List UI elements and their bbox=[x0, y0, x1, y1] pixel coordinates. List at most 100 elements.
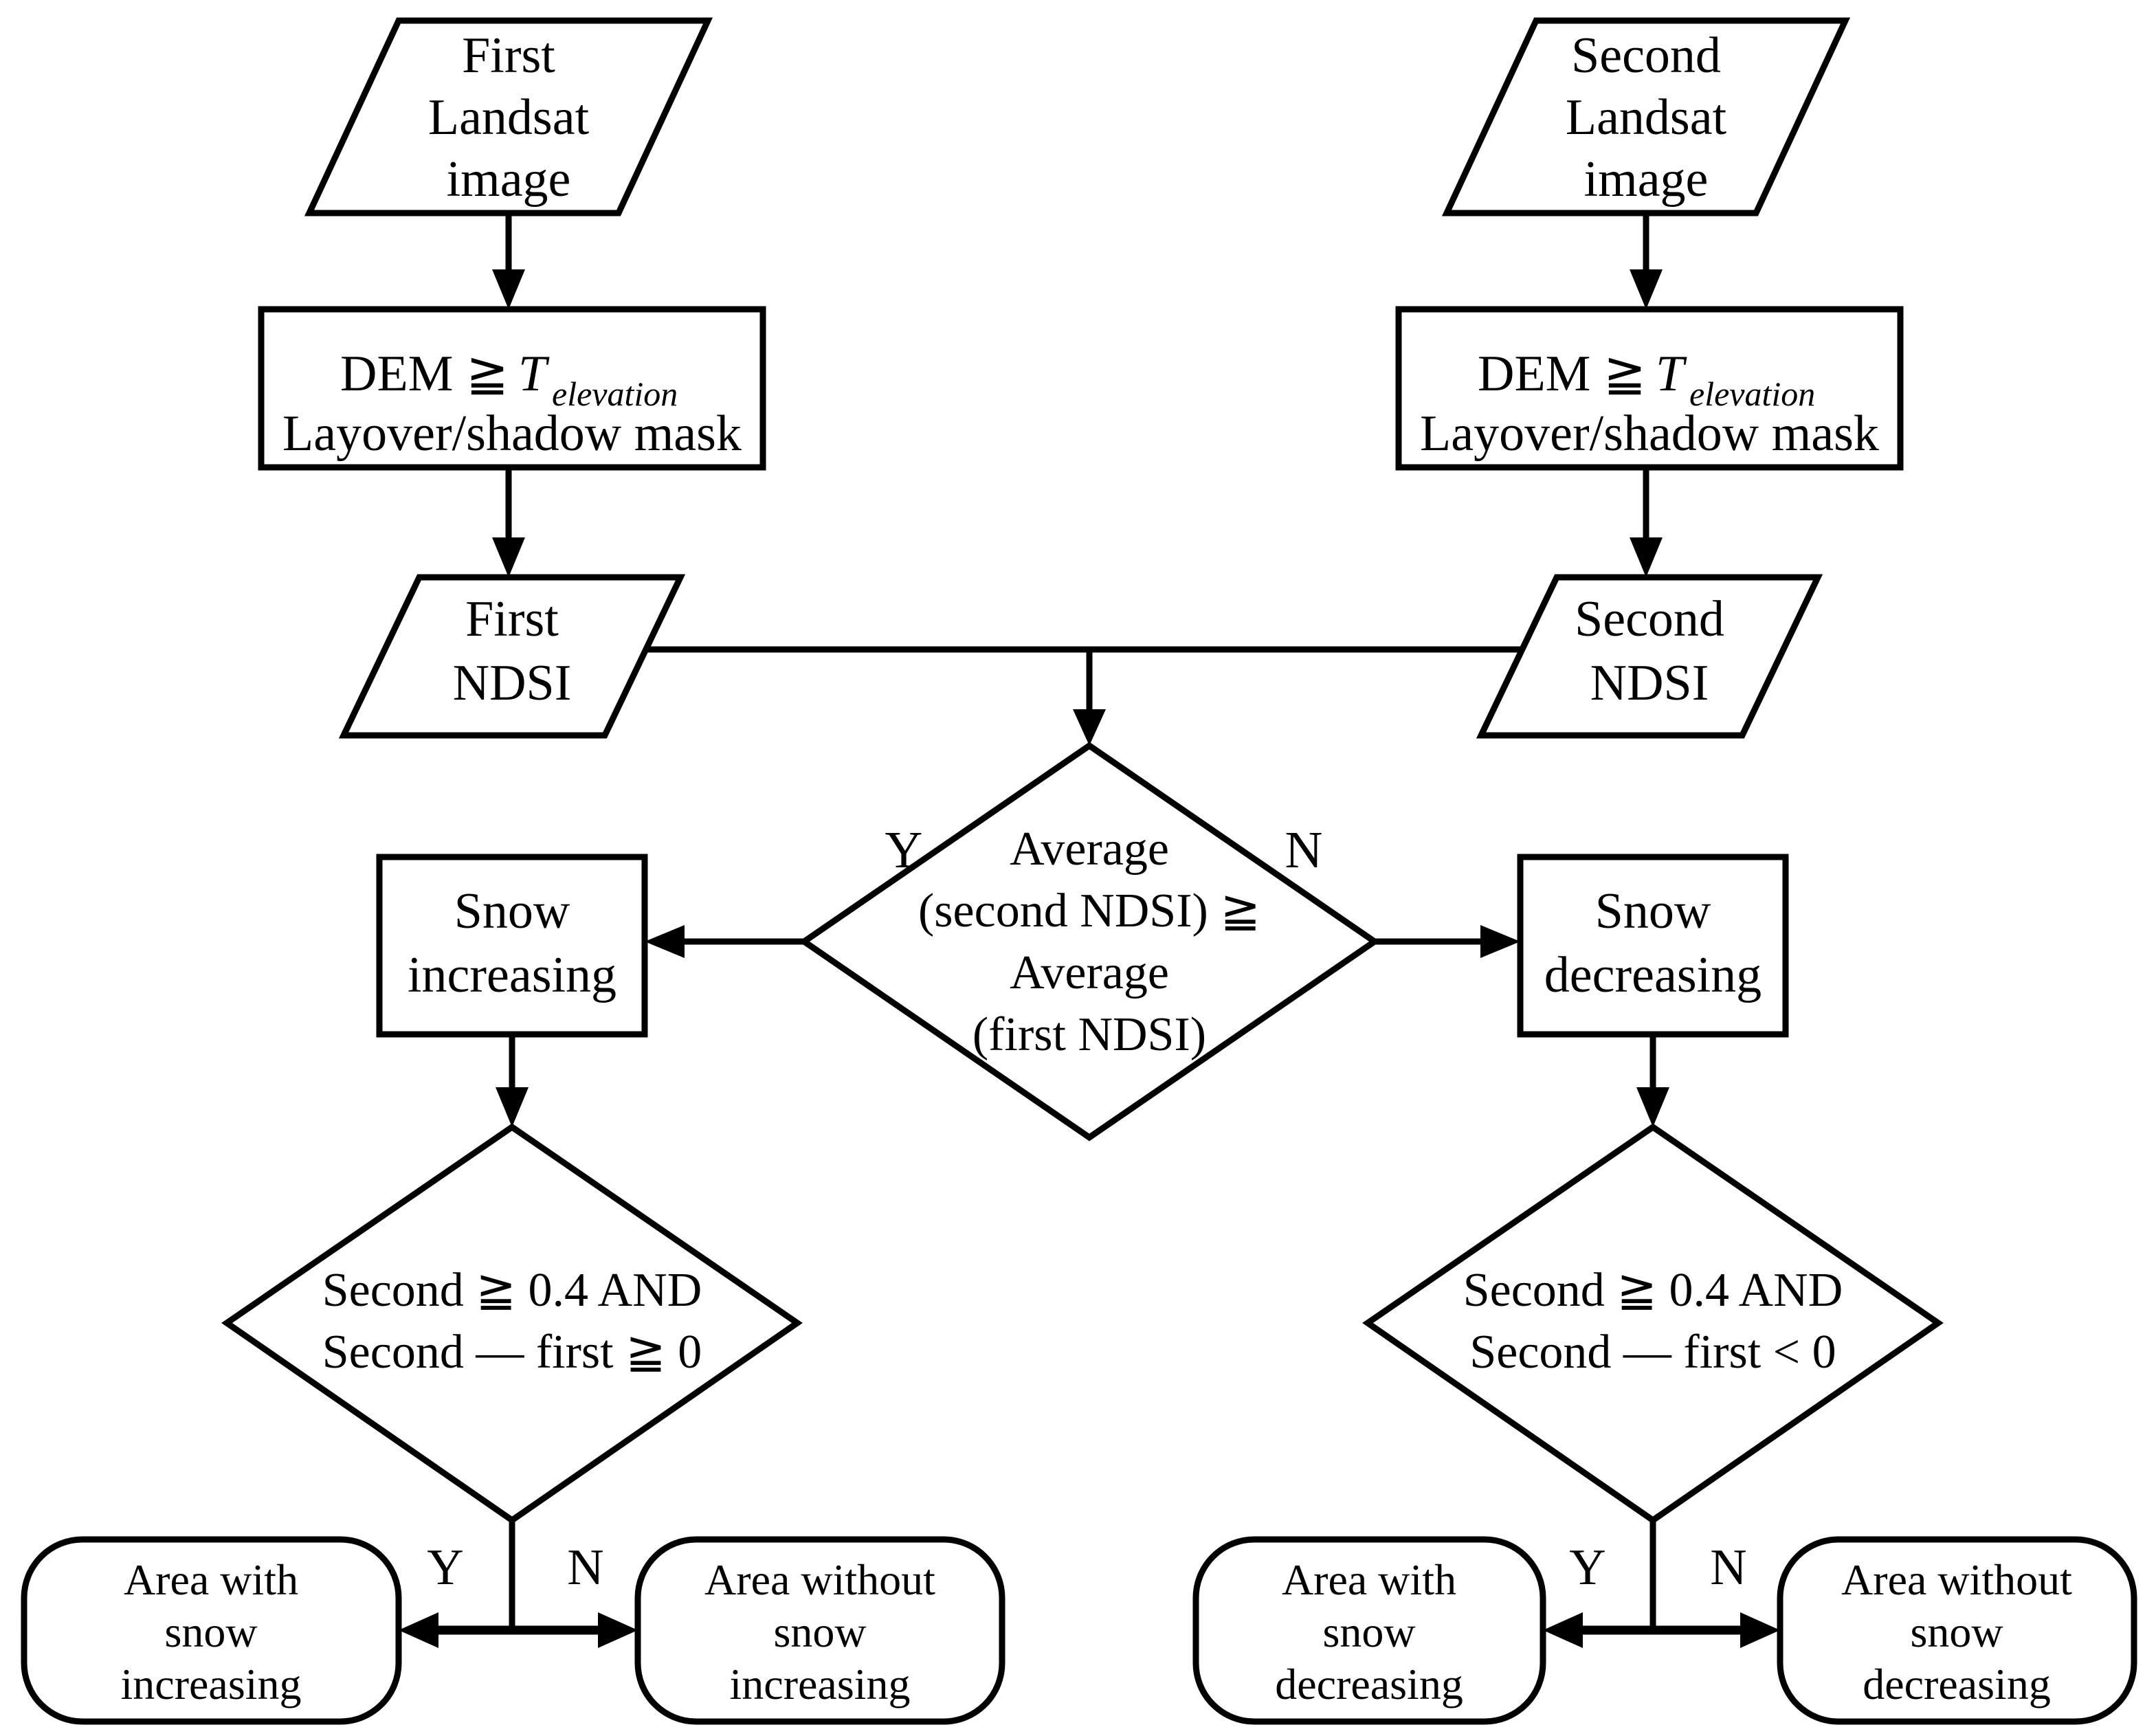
decreasing-decision-no-label: N bbox=[1710, 1539, 1746, 1596]
average-decision-line1: Average bbox=[1010, 823, 1169, 876]
arrowhead-down-icon bbox=[1630, 269, 1663, 309]
area-with-snow-decreasing-line2: snow bbox=[1322, 1607, 1415, 1656]
second-ndsi-line1: Second bbox=[1575, 591, 1724, 647]
arrow-second-landsat-to-dem bbox=[1630, 213, 1663, 309]
dem-threshold-subscript: elevation bbox=[552, 375, 678, 413]
snow-decreasing-shape bbox=[1517, 854, 1789, 1038]
arrowhead-right-icon bbox=[598, 1612, 638, 1648]
first-landsat-line1: First bbox=[462, 27, 555, 84]
node-dem-mask-second: DEM ≧ T elevation Layover/shadow mask bbox=[1395, 306, 1904, 471]
arrowhead-left-icon bbox=[1543, 1612, 1583, 1648]
snow-increasing-shape bbox=[376, 854, 648, 1038]
arrowhead-down-icon bbox=[1073, 709, 1106, 746]
arrow-yes-to-snow-increasing bbox=[645, 925, 804, 958]
increasing-decision-shape bbox=[221, 1123, 803, 1524]
node-snow-decreasing: Snow decreasing bbox=[1517, 854, 1789, 1038]
dem-threshold-prefix: DEM ≧ bbox=[340, 346, 509, 402]
decreasing-decision-line2: Second — first < 0 bbox=[1469, 1326, 1836, 1379]
decreasing-decision-yes-label: Y bbox=[1569, 1539, 1605, 1596]
area-with-snow-decreasing-shape bbox=[1192, 1536, 1546, 1725]
first-landsat-line3: image bbox=[447, 151, 571, 208]
increasing-decision-no-label: N bbox=[567, 1539, 603, 1596]
node-increasing-decision: Second ≧ 0.4 AND Second — first ≧ 0 bbox=[221, 1123, 803, 1524]
arrow-dem-to-second-ndsi bbox=[1630, 467, 1663, 577]
node-snow-increasing: Snow increasing bbox=[376, 854, 648, 1038]
second-ndsi-shape bbox=[1476, 574, 1823, 739]
first-landsat-shape bbox=[304, 17, 713, 216]
dem-mask-second-shape bbox=[1395, 306, 1904, 471]
area-without-snow-decreasing-line1: Area without bbox=[1841, 1555, 2072, 1604]
dem-threshold-symbol: T bbox=[1656, 346, 1687, 402]
average-decision-line2: (second NDSI) ≧ bbox=[918, 884, 1260, 937]
second-ndsi-line2: NDSI bbox=[1590, 655, 1709, 711]
area-without-snow-decreasing-shape bbox=[1777, 1536, 2137, 1725]
average-decision-no-label: N bbox=[1285, 821, 1323, 879]
arrow-first-landsat-to-dem bbox=[492, 213, 525, 309]
first-ndsi-line2: NDSI bbox=[453, 655, 572, 711]
dem-threshold-symbol: T bbox=[518, 346, 550, 402]
connector-ndsi-junction bbox=[646, 646, 1522, 746]
connector-increasing-decision-branches: Y N bbox=[399, 1520, 638, 1648]
first-ndsi-shape bbox=[338, 574, 686, 739]
arrowhead-down-icon bbox=[492, 537, 525, 577]
first-ndsi-line1: First bbox=[465, 591, 559, 647]
average-decision-line3: Average bbox=[1010, 946, 1169, 999]
node-area-with-snow-decreasing: Area with snow decreasing bbox=[1192, 1536, 1546, 1725]
area-without-snow-increasing-line3: increasing bbox=[730, 1660, 911, 1709]
node-decreasing-decision: Second ≧ 0.4 AND Second — first < 0 bbox=[1362, 1123, 1944, 1524]
dem-threshold-prefix: DEM ≧ bbox=[1478, 346, 1646, 402]
area-with-snow-decreasing-line3: decreasing bbox=[1275, 1660, 1463, 1709]
node-second-ndsi: Second NDSI bbox=[1476, 574, 1823, 739]
area-without-snow-increasing-line1: Area without bbox=[704, 1555, 935, 1604]
node-area-with-snow-increasing: Area with snow increasing bbox=[21, 1536, 402, 1725]
arrow-no-to-snow-decreasing bbox=[1375, 925, 1520, 958]
arrowhead-left-icon bbox=[645, 925, 685, 958]
arrow-snow-increasing-to-decision bbox=[496, 1034, 529, 1127]
node-dem-mask-first: DEM ≧ T elevation Layover/shadow mask bbox=[258, 306, 766, 471]
snow-increasing-line1: Snow bbox=[454, 883, 570, 939]
increasing-decision-line2: Second — first ≧ 0 bbox=[322, 1326, 702, 1379]
dem-mask-second-line2: Layover/shadow mask bbox=[1420, 405, 1879, 462]
second-landsat-line1: Second bbox=[1571, 27, 1721, 84]
node-area-without-snow-increasing: Area without snow increasing bbox=[634, 1536, 1005, 1725]
area-without-snow-increasing-line2: snow bbox=[773, 1607, 866, 1656]
snow-decreasing-line1: Snow bbox=[1595, 883, 1711, 939]
node-first-landsat-image: First Landsat image bbox=[304, 17, 713, 216]
area-with-snow-increasing-line2: snow bbox=[164, 1607, 257, 1656]
dem-threshold-subscript: elevation bbox=[1689, 375, 1815, 413]
area-without-snow-decreasing-line3: decreasing bbox=[1863, 1660, 2051, 1709]
arrowhead-right-icon bbox=[1480, 925, 1520, 958]
node-area-without-snow-decreasing: Area without snow decreasing bbox=[1777, 1536, 2137, 1725]
arrowhead-right-icon bbox=[1740, 1612, 1780, 1648]
second-landsat-shape bbox=[1441, 17, 1851, 216]
arrowhead-down-icon bbox=[1636, 1087, 1669, 1127]
connector-decreasing-decision-branches: Y N bbox=[1543, 1520, 1780, 1648]
arrowhead-left-icon bbox=[399, 1612, 438, 1648]
average-decision-yes-label: Y bbox=[885, 821, 923, 879]
arrowhead-down-icon bbox=[492, 269, 525, 309]
average-decision-line4: (first NDSI) bbox=[973, 1008, 1206, 1061]
snow-decreasing-line2: decreasing bbox=[1544, 947, 1762, 1003]
area-with-snow-increasing-shape bbox=[21, 1536, 402, 1725]
increasing-decision-line1: Second ≧ 0.4 AND bbox=[322, 1264, 702, 1317]
snow-increasing-line2: increasing bbox=[408, 947, 616, 1003]
arrow-snow-decreasing-to-decision bbox=[1636, 1034, 1669, 1127]
node-average-decision: Average (second NDSI) ≧ Average (first N… bbox=[799, 742, 1380, 1142]
dem-mask-first-line2: Layover/shadow mask bbox=[282, 405, 742, 462]
area-with-snow-increasing-line1: Area with bbox=[124, 1555, 298, 1604]
first-landsat-line2: Landsat bbox=[428, 89, 590, 146]
area-without-snow-decreasing-line2: snow bbox=[1910, 1607, 2003, 1656]
arrow-dem-to-first-ndsi bbox=[492, 467, 525, 577]
area-without-snow-increasing-shape bbox=[634, 1536, 1005, 1725]
second-landsat-line2: Landsat bbox=[1566, 89, 1727, 146]
average-decision-shape bbox=[799, 742, 1380, 1142]
arrowhead-down-icon bbox=[496, 1087, 529, 1127]
node-second-landsat-image: Second Landsat image bbox=[1441, 17, 1851, 216]
increasing-decision-yes-label: Y bbox=[427, 1539, 463, 1596]
decreasing-decision-shape bbox=[1362, 1123, 1944, 1524]
decreasing-decision-line1: Second ≧ 0.4 AND bbox=[1463, 1264, 1843, 1317]
dem-mask-first-shape bbox=[258, 306, 766, 471]
arrowhead-down-icon bbox=[1630, 537, 1663, 577]
